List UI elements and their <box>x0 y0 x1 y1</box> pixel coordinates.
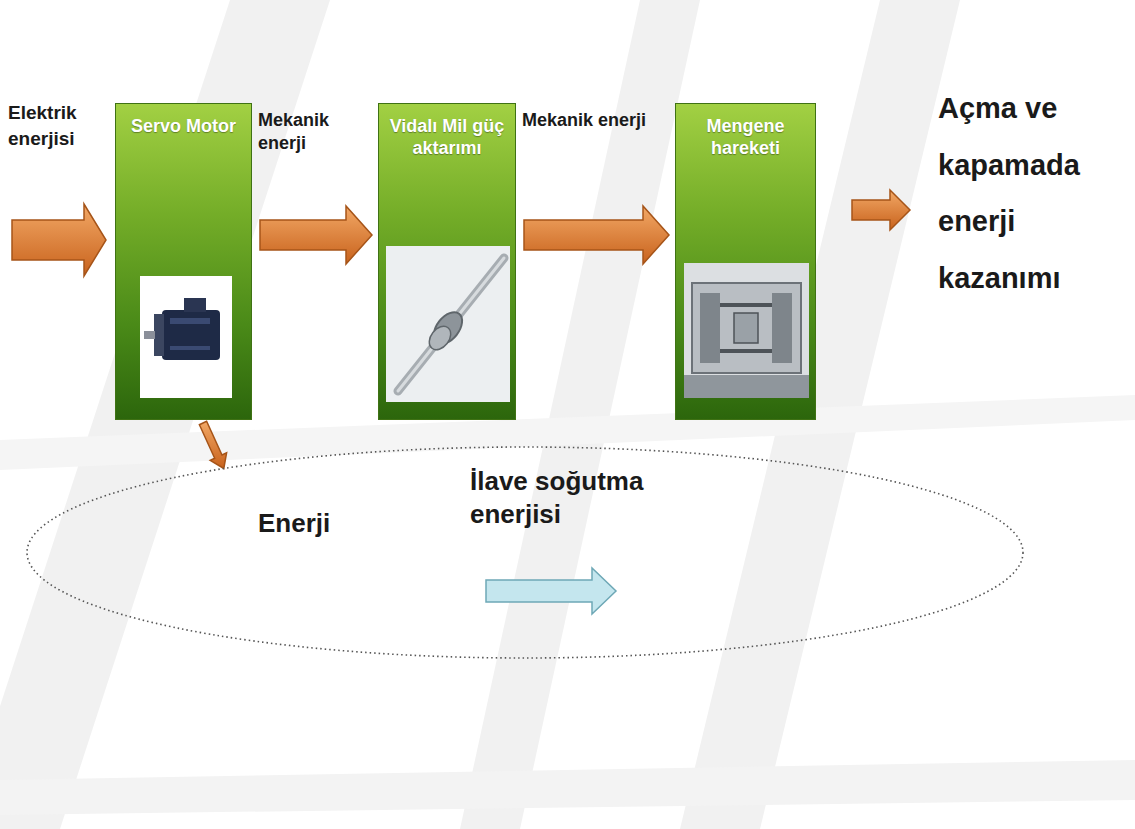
output-arrow <box>852 190 910 230</box>
box-title: Servo Motor <box>116 104 251 138</box>
edge-label: Mekanik enerji <box>522 109 671 132</box>
process-box: Vidalı Mil güç aktarımı <box>378 103 516 420</box>
ellipse-text: İlave soğutma enerjisi <box>470 465 685 530</box>
block-arrow <box>260 206 372 264</box>
dotted-ellipse <box>27 447 1023 658</box>
block-arrow <box>199 421 226 468</box>
input-arrow <box>12 204 106 276</box>
energy-arrow <box>199 421 226 468</box>
edge-label: Mekanik enerji <box>258 109 374 156</box>
input-label: Elektrik enerjisi <box>8 100 108 151</box>
output-label: Açma ve kapamada enerji kazanımı <box>938 80 1130 306</box>
box-title: Mengene hareketi <box>676 104 815 159</box>
process-box: Mengene hareketi <box>675 103 816 420</box>
energy-arrow <box>524 206 669 264</box>
cooling-arrow <box>486 568 616 614</box>
process-box: Servo Motor <box>115 103 252 420</box>
servo-motor-picture <box>140 276 232 398</box>
ball-screw-picture <box>386 246 510 402</box>
energy-arrow <box>260 206 372 264</box>
energy-ellipse: Enerji İlave soğutma enerjisi <box>25 445 1025 660</box>
ellipse-text: Enerji <box>258 507 378 540</box>
box-title: Vidalı Mil güç aktarımı <box>379 104 515 159</box>
block-arrow <box>524 206 669 264</box>
clamp-unit-picture <box>684 263 809 398</box>
